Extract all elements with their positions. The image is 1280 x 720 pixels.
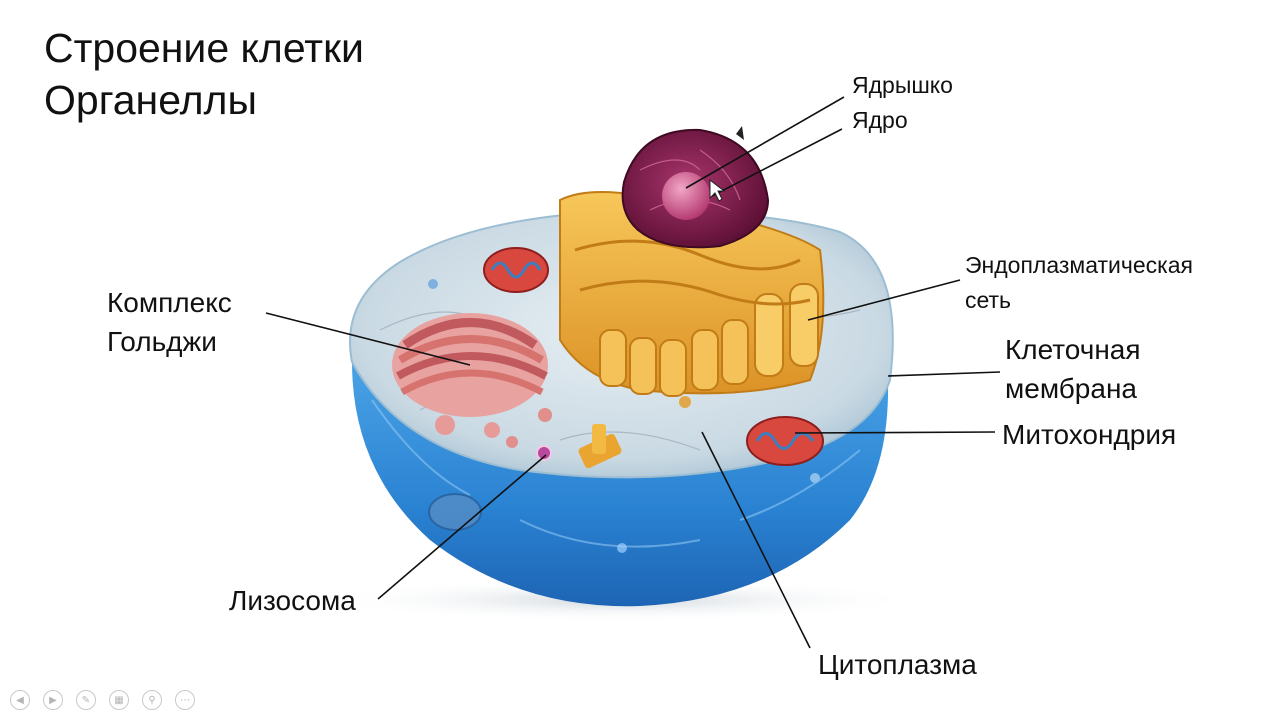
label-membrane-line1: Клеточная <box>1005 334 1141 365</box>
vesicle <box>679 396 691 408</box>
slideshow-toolbar: ◀ ▶ ✎ ▦ ⚲ ⋯ <box>10 690 195 710</box>
er-pointer <box>807 279 961 321</box>
cytoplasm-pointer <box>701 431 811 649</box>
mitochondrion-right <box>746 416 824 466</box>
vesicle <box>617 543 627 553</box>
mitochondria-pointer <box>794 431 996 434</box>
mitochondrion-bottom <box>428 493 482 531</box>
label-mitochondria: Митохондрия <box>1002 419 1177 450</box>
prev-icon[interactable]: ◀ <box>10 690 30 710</box>
nucleolus <box>662 172 710 220</box>
more-icon[interactable]: ⋯ <box>175 690 195 710</box>
lysosome <box>536 445 552 461</box>
label-golgi-line2: Гольджи <box>107 326 217 357</box>
slide-title-line1: Строение клетки <box>44 25 364 71</box>
vesicle <box>810 473 820 483</box>
slide-title: Строение клетки Органеллы <box>44 22 364 126</box>
label-lysosome: Лизосома <box>229 585 356 616</box>
slides-icon[interactable]: ▦ <box>109 690 129 710</box>
label-nucleus: Ядро <box>852 107 908 133</box>
golgi-pointer <box>265 312 471 366</box>
lysosome-pointer <box>377 454 547 600</box>
pointer-lines <box>265 96 1001 649</box>
label-membrane-line2: мембрана <box>1005 373 1137 404</box>
mitochondrion-top <box>483 247 549 293</box>
membrane-pointer <box>887 371 1001 377</box>
label-cytoplasm: Цитоплазма <box>818 649 977 680</box>
pen-icon[interactable]: ✎ <box>76 690 96 710</box>
vesicle <box>428 279 438 289</box>
endoplasmic-reticulum <box>559 191 825 397</box>
label-golgi-line1: Комплекс <box>107 287 232 318</box>
zoom-icon[interactable]: ⚲ <box>142 690 162 710</box>
centriole <box>578 424 622 469</box>
cursor-icon <box>709 178 726 202</box>
next-icon[interactable]: ▶ <box>43 690 63 710</box>
label-er-line2: сеть <box>965 287 1012 313</box>
nucleolus-pointer <box>685 96 845 189</box>
slide-title-line2: Органеллы <box>44 77 257 123</box>
nucleus-pointer <box>711 128 843 197</box>
label-nucleolus: Ядрышко <box>852 72 953 98</box>
label-er-line1: Эндоплазматическая <box>965 252 1193 278</box>
